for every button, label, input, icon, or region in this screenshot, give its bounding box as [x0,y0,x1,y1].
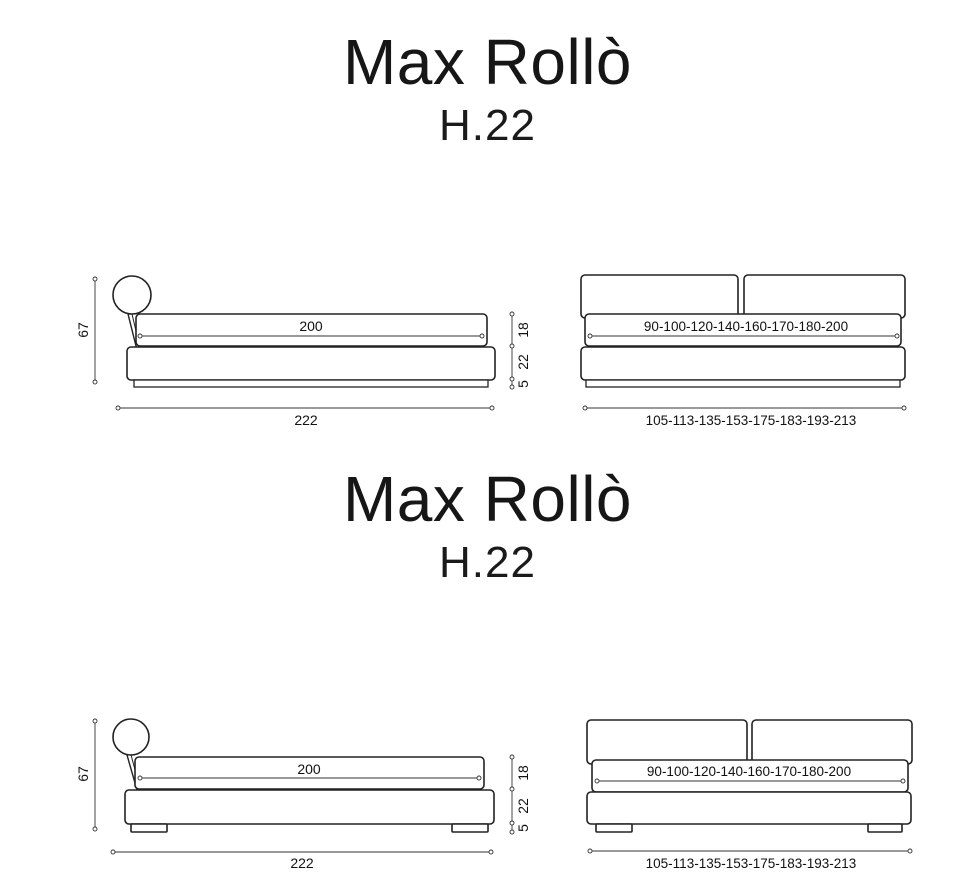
drawing-1: 67 200 18 22 5 222 [75,274,907,428]
bed-foot [595,823,633,833]
dim-end [137,333,143,339]
side-view-1: 67 200 18 22 5 222 [75,275,531,428]
overall-length-label: 222 [290,855,314,871]
dim-end [582,405,588,411]
dim-end [92,276,98,282]
dim-end [509,820,515,826]
dim-end [907,848,913,854]
headboard-roll [112,718,150,756]
dim-end [92,718,98,724]
bed-base-front [580,346,906,381]
dim-end [901,405,907,411]
height-dim-label: 67 [75,322,91,338]
dim-end [137,775,143,781]
headboard-left [586,719,748,765]
dim-label-5: 5 [515,824,531,832]
dim-end [489,405,495,411]
overall-widths-label: 105-113-135-153-175-183-193-213 [646,856,857,871]
mattress-widths-label: 90-100-120-140-160-170-180-200 [644,319,848,334]
subtitle-1: H.22 [439,101,536,150]
front-view-1: 90-100-120-140-160-170-180-200 105-113-1… [580,274,907,428]
bed-foot [867,823,903,833]
plinth-front [585,379,901,388]
dim-end [509,786,515,792]
height-dim-label: 67 [75,766,91,782]
mattress-widths-label: 90-100-120-140-160-170-180-200 [647,764,851,779]
dim-end [92,379,98,385]
dim-end [476,775,482,781]
dim-end [488,849,494,855]
dim-label-18: 18 [515,322,531,338]
dim-end [479,333,485,339]
dim-end [115,405,121,411]
mattress-length-label: 200 [299,318,323,334]
dim-end [110,849,116,855]
title-2: Max Rollò [342,463,633,535]
overall-length-label: 222 [294,412,318,428]
bed-foot [130,823,168,833]
mattress-length-label: 200 [297,761,321,777]
headboard-right [751,719,913,765]
dim-end [594,778,600,784]
dim-end [509,754,515,760]
dim-end [894,333,900,339]
dim-end [587,333,593,339]
dim-end [900,778,906,784]
front-view-2: 90-100-120-140-160-170-180-200 105-113-1… [586,719,913,871]
plinth [133,379,489,388]
dim-end [509,311,515,317]
dim-end [509,384,515,390]
bed-base-front [586,791,912,825]
dim-label-5: 5 [515,380,531,388]
headboard-left [580,274,739,319]
mattress [134,756,485,790]
headboard-right [743,274,906,319]
bed-base [126,346,496,381]
dim-end [509,376,515,382]
dim-end [92,826,98,832]
title-1: Max Rollò [342,26,633,98]
dim-end [587,848,593,854]
bed-base [124,789,495,825]
headboard-roll [112,275,152,315]
subtitle-2: H.22 [439,538,536,587]
overall-widths-label: 105-113-135-153-175-183-193-213 [646,413,857,428]
dim-end [509,343,515,349]
headboard-support [127,313,138,351]
mattress-front [584,313,902,347]
dim-label-18: 18 [515,765,531,781]
mattress [135,313,488,347]
dim-end [509,829,515,835]
dim-label-22: 22 [515,354,531,370]
side-view-2: 67 200 18 22 5 222 [75,718,531,871]
dim-label-22: 22 [515,798,531,814]
bed-foot [451,823,489,833]
drawing-2: 67 200 18 22 5 222 90-100-120-140-16 [75,718,913,871]
